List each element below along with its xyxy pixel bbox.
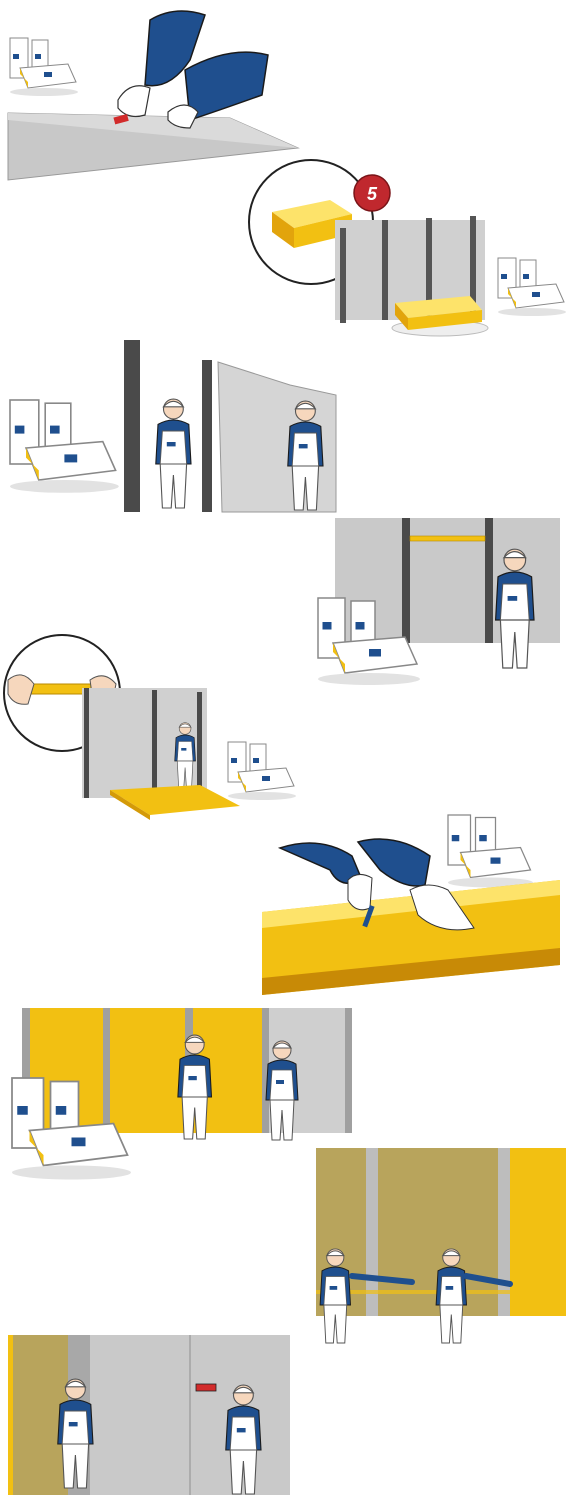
step-8-insulated-wall-check <box>316 1148 566 1343</box>
step-7-inserting-insulation <box>12 1008 352 1180</box>
screwdriver <box>196 1384 216 1391</box>
ursa-box-group-2 <box>498 258 566 316</box>
worker-arm-right <box>185 52 268 120</box>
ursa-box-group-5 <box>228 742 296 800</box>
step-3-mounting-first-board <box>10 340 336 512</box>
step-5-measuring-and-laying-batts <box>4 635 296 820</box>
ursa-box-group-6 <box>448 815 533 888</box>
stud-1 <box>124 340 140 512</box>
ursa-box-group-1 <box>10 38 78 96</box>
count-badge-number: 5 <box>367 184 378 204</box>
batts-on-floor <box>110 785 240 815</box>
step-4-measuring-stud-spacing <box>318 518 560 685</box>
step-6-cutting-insulation <box>262 815 560 995</box>
glove-left <box>118 86 150 117</box>
step-2-unpacking-insulation: 5 <box>249 160 566 336</box>
stud-2 <box>202 360 212 512</box>
worker-arm-6a <box>280 843 362 883</box>
step-1-cutting-drywall <box>8 11 298 180</box>
ursa-box-group-3 <box>10 400 119 493</box>
tape-measure-4 <box>410 536 485 541</box>
step-9-closing-with-second-board <box>8 1335 290 1495</box>
